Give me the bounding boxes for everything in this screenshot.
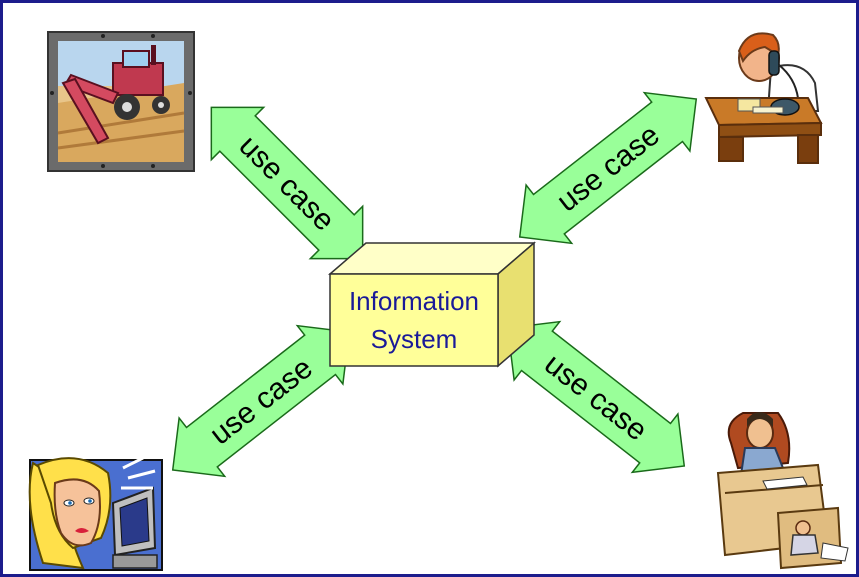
information-system-box: Information System: [327, 241, 537, 368]
phone-clerk-icon: [704, 32, 823, 164]
harvester-icon: [47, 31, 195, 172]
information-system-line1: Information: [349, 286, 479, 316]
information-system-line2: System: [371, 324, 458, 354]
desk-manager-icon: [716, 412, 849, 570]
computer-woman-icon: [28, 456, 163, 571]
arrow-top-left-label: use case: [233, 129, 341, 237]
arrow-top-right: use case: [518, 91, 698, 245]
